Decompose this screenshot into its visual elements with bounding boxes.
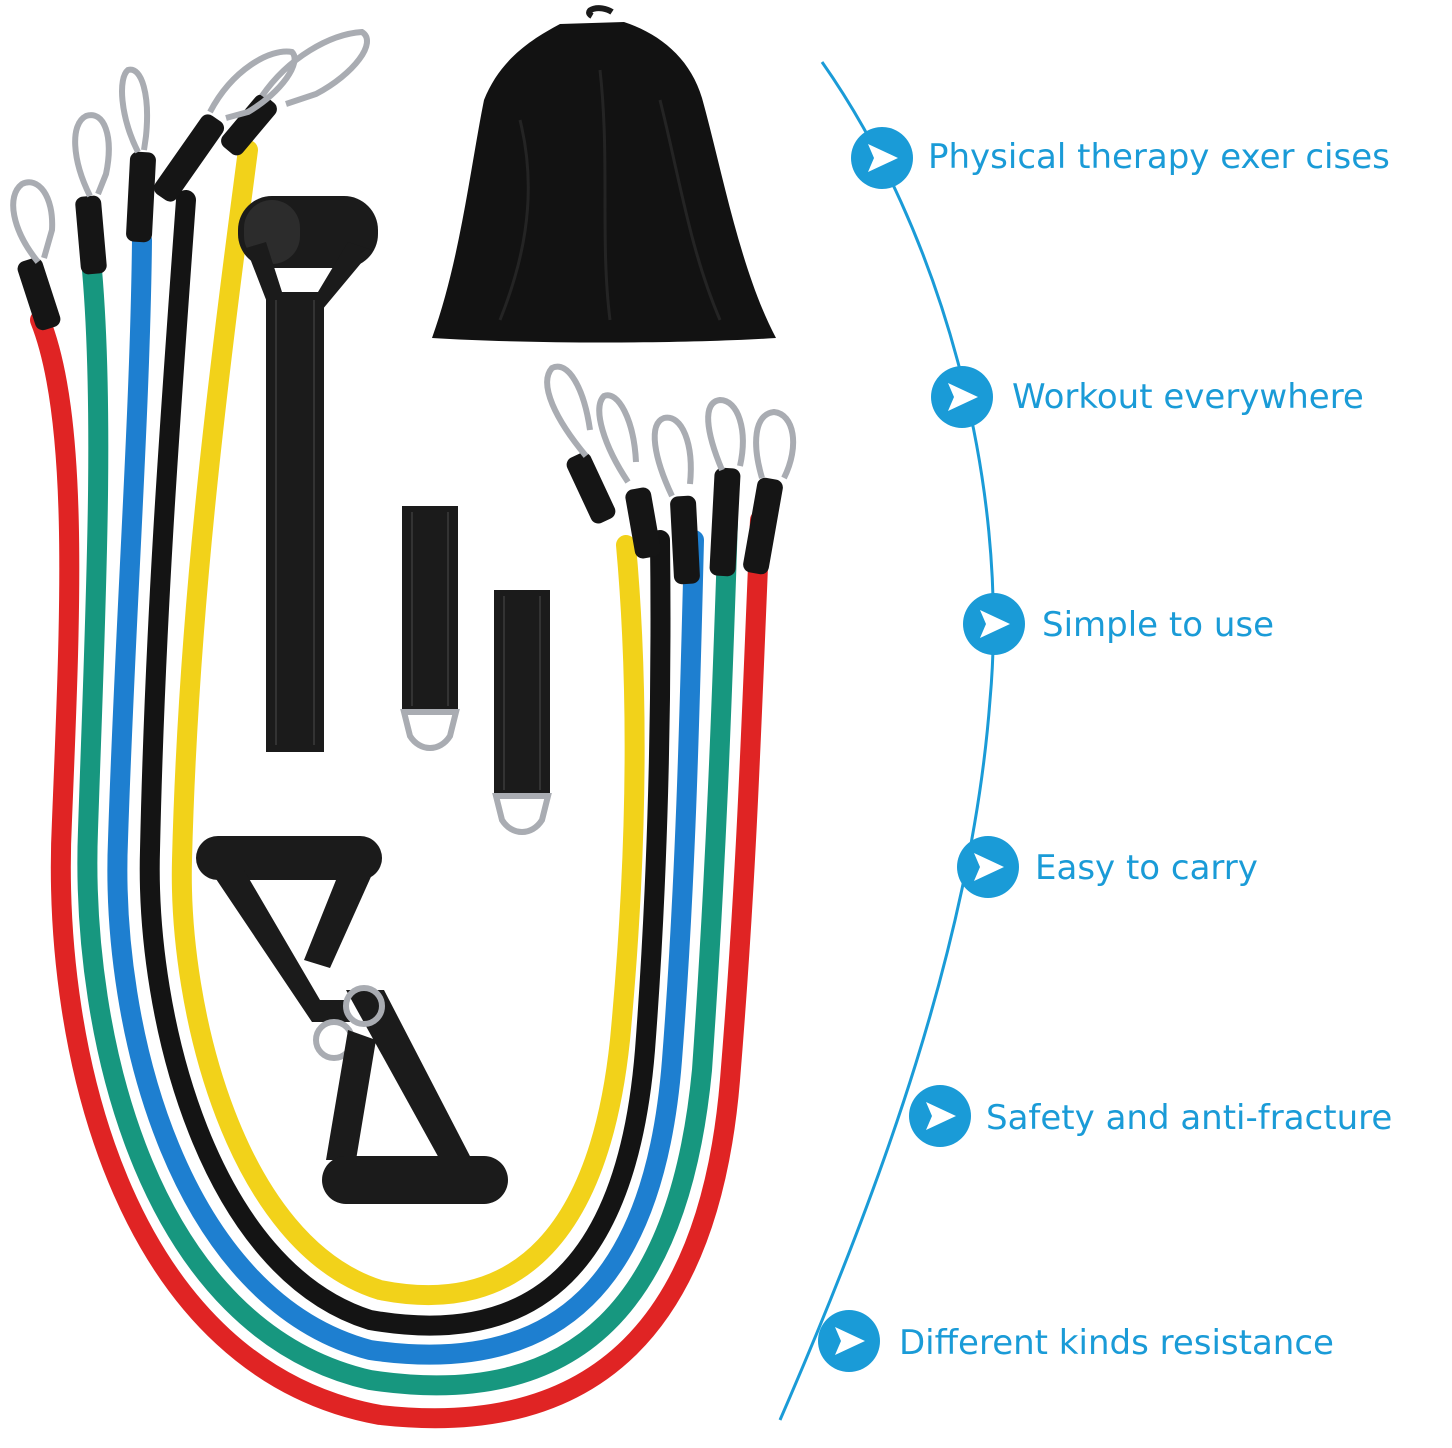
band-red — [30, 310, 770, 1429]
chevron-right-icon — [851, 127, 913, 189]
feature-label-workout-everywhere: Workout everywhere — [1012, 377, 1364, 417]
carabiner-hooks — [10, 28, 797, 498]
feature-label-resistance: Different kinds resistance — [899, 1323, 1334, 1363]
band-end-sleeves-left — [17, 94, 277, 331]
feature-label-simple-to-use: Simple to use — [1042, 605, 1275, 645]
band-blue — [107, 230, 704, 1365]
chevron-right-icon — [931, 366, 993, 428]
feature-label-easy-to-carry: Easy to carry — [1035, 848, 1258, 888]
band-black — [139, 190, 671, 1336]
ankle-strap-2 — [492, 590, 552, 835]
feature-label-physical-therapy: Physical therapy exer cises — [928, 137, 1390, 177]
band-green — [77, 260, 738, 1396]
feature-markers — [818, 127, 1025, 1372]
feature-timeline-curve — [778, 61, 995, 1421]
band-yellow — [171, 140, 645, 1306]
door-anchor — [238, 196, 378, 752]
handle-2 — [322, 985, 508, 1204]
band-end-sleeves-right — [566, 452, 783, 585]
handle-1 — [196, 836, 382, 1061]
chevron-right-icon — [909, 1085, 971, 1147]
chevron-right-icon — [963, 593, 1025, 655]
resistance-bands — [30, 140, 770, 1429]
chevron-right-icon — [818, 1310, 880, 1372]
drawstring-bag — [432, 5, 776, 343]
feature-label-safety: Safety and anti-fracture — [986, 1098, 1393, 1138]
chevron-right-icon — [957, 836, 1019, 898]
ankle-strap-1 — [400, 506, 460, 751]
